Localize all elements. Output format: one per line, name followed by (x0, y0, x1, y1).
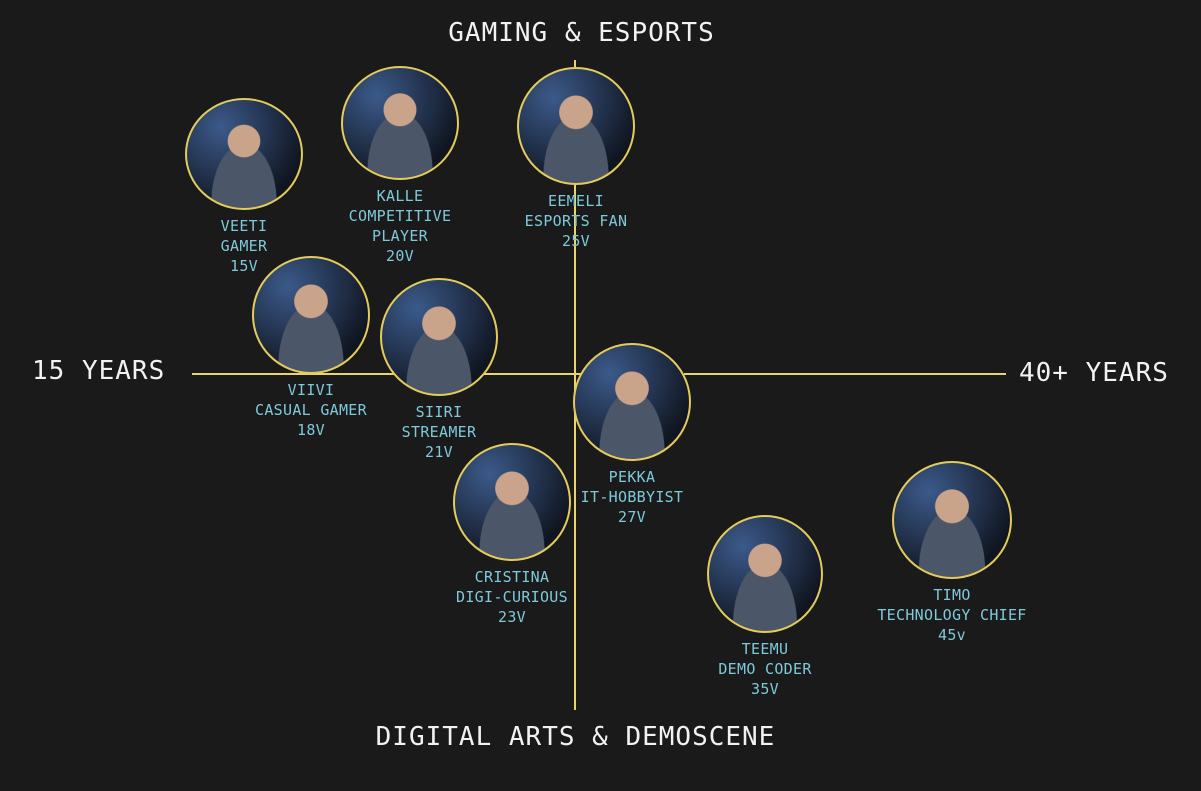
persona-name: TEEMU (741, 640, 789, 658)
persona-age: 21V (425, 443, 453, 461)
axis-label-top: GAMING & ESPORTS (448, 18, 715, 48)
axis-label-left: 15 YEARS (32, 356, 166, 386)
persona-name: CRISTINA (474, 568, 550, 586)
axis-label-right: 40+ YEARS (1019, 358, 1169, 388)
persona-role: ESPORTS FAN (524, 212, 628, 230)
persona-name: VIIVI (287, 381, 335, 399)
persona-name: EEMELI (548, 192, 604, 210)
persona-photo (341, 66, 459, 180)
persona-siiri: SIIRI STREAMER 21V (339, 278, 539, 462)
persona-eemeli: EEMELI ESPORTS FAN 25V (476, 67, 676, 251)
persona-name: KALLE (376, 187, 424, 205)
persona-age: 45v (938, 626, 966, 644)
persona-photo (892, 461, 1012, 579)
persona-role: COMPETITIVE (348, 207, 452, 225)
persona-role: CASUAL GAMER (255, 401, 367, 419)
persona-role: TECHNOLOGY CHIEF (877, 606, 1027, 624)
persona-photo (185, 98, 303, 210)
persona-role-line2: PLAYER (372, 227, 428, 245)
persona-photo (380, 278, 498, 396)
persona-name: PEKKA (608, 468, 656, 486)
horizontal-axis-line-left (192, 373, 582, 375)
persona-age: 25V (562, 232, 590, 250)
persona-kalle: KALLE COMPETITIVE PLAYER 20V (300, 66, 500, 266)
persona-name: TIMO (933, 586, 971, 604)
persona-name: VEETI (220, 217, 268, 235)
persona-age: 20V (386, 247, 414, 265)
persona-age: 35V (751, 680, 779, 698)
axis-label-bottom: DIGITAL ARTS & DEMOSCENE (375, 722, 776, 752)
persona-role: IT-HOBBYIST (580, 488, 684, 506)
persona-photo (707, 515, 823, 633)
horizontal-axis-line-right (684, 373, 1006, 375)
persona-age: 18V (297, 421, 325, 439)
persona-age: 27V (618, 508, 646, 526)
persona-age: 15V (230, 257, 258, 275)
persona-name: SIIRI (415, 403, 463, 421)
persona-photo (453, 443, 571, 561)
persona-photo (573, 343, 691, 461)
persona-cristina: CRISTINA DIGI-CURIOUS 23V (412, 443, 612, 627)
persona-viivi: VIIVI CASUAL GAMER 18V (211, 256, 411, 440)
persona-teemu: TEEMU DEMO CODER 35V (665, 515, 865, 699)
persona-timo: TIMO TECHNOLOGY CHIEF 45v (852, 461, 1052, 645)
persona-pekka: PEKKA IT-HOBBYIST 27V (532, 343, 732, 527)
persona-role: DEMO CODER (718, 660, 812, 678)
persona-veeti: VEETI GAMER 15V (144, 98, 344, 276)
persona-role: DIGI-CURIOUS (456, 588, 568, 606)
persona-age: 23V (498, 608, 526, 626)
persona-role: GAMER (220, 237, 268, 255)
persona-role: STREAMER (401, 423, 477, 441)
persona-photo (517, 67, 635, 185)
persona-photo (252, 256, 370, 374)
